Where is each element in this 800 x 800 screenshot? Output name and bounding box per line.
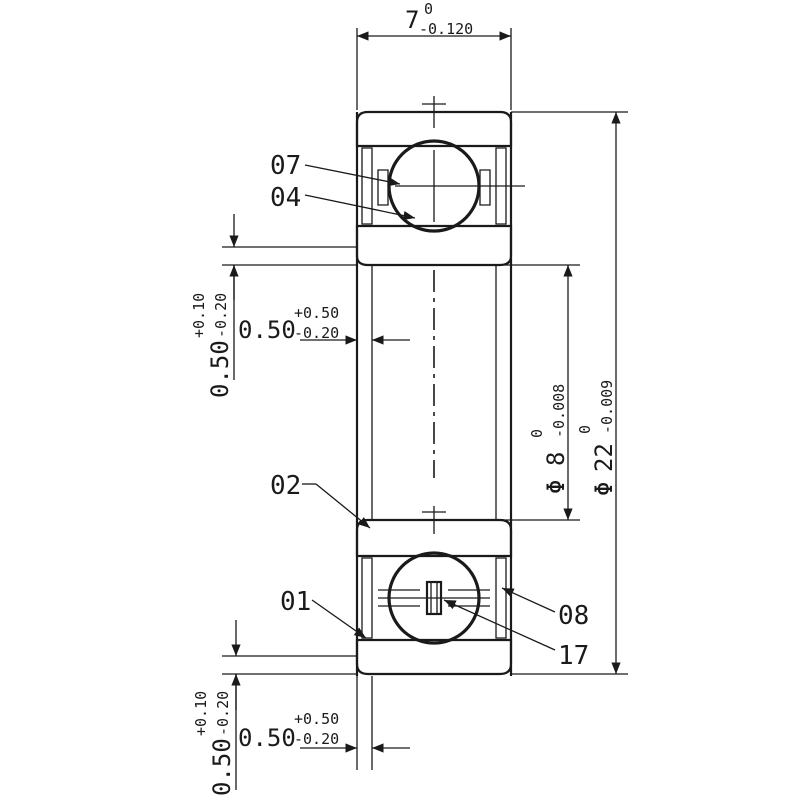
chamfer-bottom-dimensions bbox=[222, 620, 410, 790]
shield-left-top bbox=[361, 147, 373, 225]
chamfer-top-dimensions bbox=[222, 214, 410, 380]
width-lower-tol: -0.120 bbox=[419, 20, 473, 38]
chamfer-bottom-h-lower: -0.20 bbox=[294, 730, 339, 748]
shield-right-bottom bbox=[495, 557, 507, 639]
bore-dimension bbox=[496, 264, 580, 521]
part-label-04: 04 bbox=[270, 183, 301, 213]
chamfer-top-v-nominal: 0.50 bbox=[206, 340, 234, 398]
leader-lines bbox=[302, 164, 556, 651]
shield-right-top bbox=[495, 147, 507, 225]
outer-ring-bottom bbox=[355, 638, 513, 676]
part-label-07: 07 bbox=[270, 151, 301, 181]
width-upper-tol: 0 bbox=[424, 0, 433, 18]
outer-prefix: Φ bbox=[590, 482, 618, 496]
bore-nominal: 8 bbox=[542, 452, 570, 466]
chamfer-top-h-lower: -0.20 bbox=[294, 324, 339, 342]
outer-lower-tol: -0.009 bbox=[598, 380, 616, 434]
chamfer-bottom-h-upper: +0.50 bbox=[294, 710, 339, 728]
bore-upper-tol: 0 bbox=[528, 429, 546, 438]
chamfer-bottom-h-nominal: 0.50 bbox=[238, 724, 296, 752]
chamfer-top-v-upper: +0.10 bbox=[190, 293, 208, 338]
chamfer-bottom-v-lower: -0.20 bbox=[214, 691, 232, 736]
part-label-08: 08 bbox=[558, 601, 589, 631]
outer-nominal: 22 bbox=[590, 443, 618, 472]
chamfer-top-v-lower: -0.20 bbox=[212, 293, 230, 338]
part-label-02: 02 bbox=[270, 471, 301, 501]
outer-dimension bbox=[511, 111, 628, 675]
part-label-17: 17 bbox=[558, 641, 589, 671]
width-nominal: 7 bbox=[405, 6, 419, 34]
bottom-section bbox=[355, 506, 513, 676]
chamfer-bottom-v-upper: +0.10 bbox=[192, 691, 210, 736]
bore-prefix: Φ bbox=[542, 480, 570, 494]
chamfer-top-h-upper: +0.50 bbox=[294, 304, 339, 322]
shield-left-bottom bbox=[361, 557, 373, 639]
chamfer-bottom-v-nominal: 0.50 bbox=[208, 738, 236, 796]
chamfer-top-h-nominal: 0.50 bbox=[238, 316, 296, 344]
outer-upper-tol: 0 bbox=[576, 425, 594, 434]
part-label-01: 01 bbox=[280, 587, 311, 617]
bore-lower-tol: -0.008 bbox=[550, 384, 568, 438]
